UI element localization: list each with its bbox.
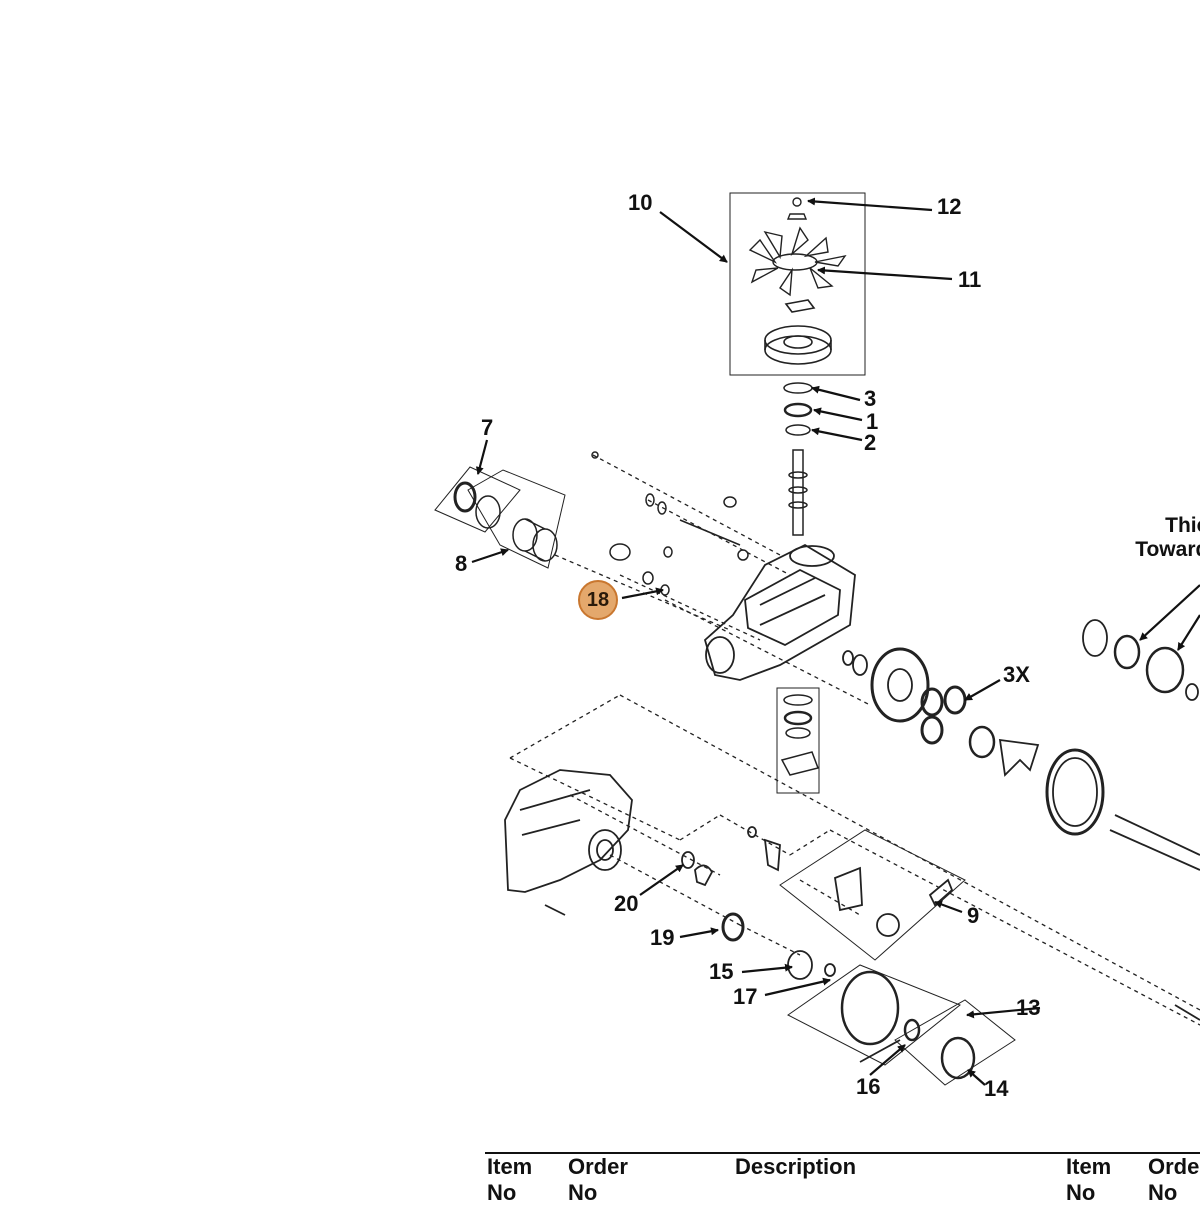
- callout-20: 20: [614, 891, 639, 916]
- header-order-label-2: Orde: [1148, 1154, 1200, 1179]
- cooling-fan: [748, 197, 847, 297]
- callout-12: 12: [937, 194, 962, 219]
- pulley: [764, 299, 832, 365]
- parts-table-top-rule: [485, 1152, 1200, 1154]
- header-order-label: Order: [568, 1154, 628, 1179]
- callout-11: 11: [958, 267, 982, 292]
- header-item-label-2: Item: [1066, 1154, 1112, 1179]
- header-item-no-2: Item No: [1066, 1156, 1111, 1204]
- callout-19: 19: [650, 925, 675, 950]
- callout-2: 2: [864, 430, 877, 455]
- header-order-no-2: Orde No: [1148, 1156, 1199, 1204]
- brake-and-hub-parts: [681, 826, 1200, 1080]
- callout-17: 17: [733, 984, 758, 1009]
- header-order-no-label: No: [568, 1180, 598, 1205]
- callout-3: 3: [864, 386, 877, 411]
- callout-15: 15: [709, 959, 734, 984]
- input-shaft: [788, 449, 808, 536]
- header-item-no-label-2: No: [1066, 1180, 1096, 1205]
- callout-7: 7: [481, 415, 494, 440]
- header-description-label: Description: [735, 1154, 857, 1179]
- note-line-2: Towards: [1135, 538, 1200, 562]
- callout-3x: 3X: [1003, 662, 1030, 687]
- callout-14: 14: [984, 1076, 1009, 1101]
- thickness-note: Thick Towards: [1110, 514, 1200, 562]
- callout-1: 1: [866, 409, 879, 434]
- note-line-1: Thick: [1165, 514, 1200, 537]
- differential-parts: [1082, 619, 1199, 701]
- callout-8: 8: [455, 551, 468, 576]
- header-description: Description: [735, 1156, 856, 1178]
- header-order-no: Order No: [568, 1156, 628, 1204]
- gear-set: [842, 647, 1200, 871]
- lower-housing: [504, 769, 633, 916]
- header-item-no-label: No: [487, 1180, 517, 1205]
- transaxle-housing: [703, 543, 856, 681]
- callout-16: 16: [856, 1074, 881, 1099]
- callout-9: 9: [967, 903, 980, 928]
- highlighted-callout-18[interactable]: 18: [578, 580, 618, 620]
- callout-13: 13: [1016, 995, 1041, 1020]
- fan-group-box: [729, 192, 866, 376]
- filter-assembly: [453, 481, 558, 562]
- header-item-no: Item No: [487, 1156, 532, 1204]
- callout-10: 10: [628, 190, 653, 215]
- header-order-no-label-2: No: [1148, 1180, 1178, 1205]
- header-item-label: Item: [487, 1154, 533, 1179]
